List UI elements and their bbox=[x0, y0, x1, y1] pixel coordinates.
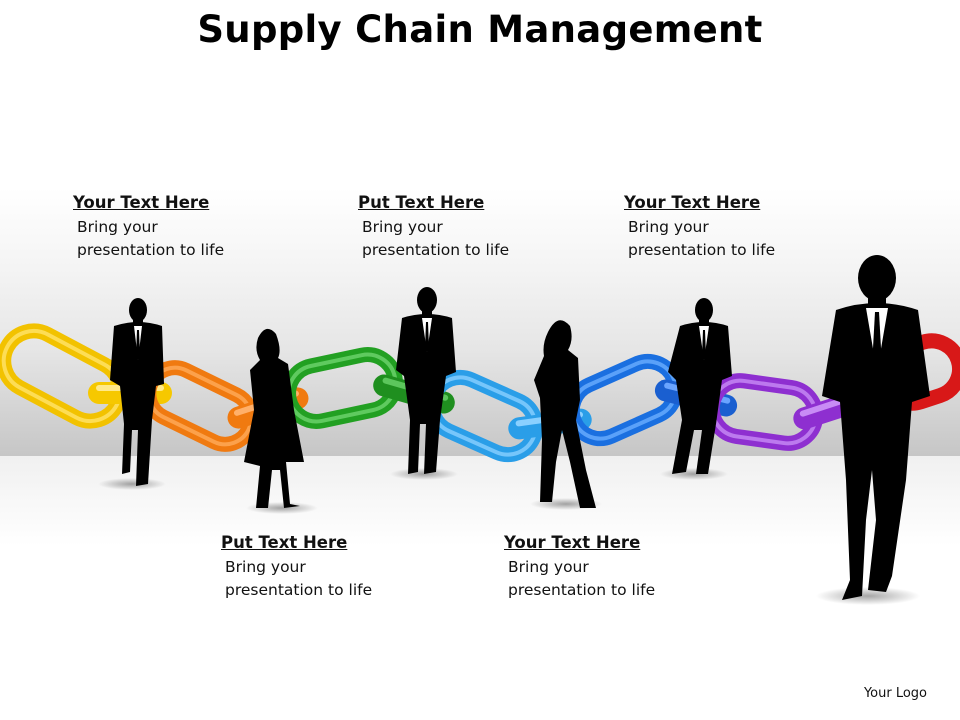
callout-line: presentation to life bbox=[628, 241, 776, 259]
logo-text: Your Logo bbox=[863, 686, 927, 701]
floor-reflection bbox=[0, 456, 960, 546]
callout-line: Bring your bbox=[362, 218, 443, 236]
chain-link-yellow bbox=[0, 323, 128, 429]
callout-line: presentation to life bbox=[508, 581, 656, 599]
callout-line: Bring your bbox=[628, 218, 709, 236]
callout-line: Bring your bbox=[77, 218, 158, 236]
callout-heading: Your Text Here bbox=[624, 193, 761, 212]
callout-line: presentation to life bbox=[225, 581, 373, 599]
businessman-silhouette-large bbox=[822, 255, 930, 600]
businessman-silhouette-1 bbox=[110, 298, 164, 486]
callout-4: Put Text Here Bring your presentation to… bbox=[221, 533, 451, 602]
callout-1: Your Text Here Bring your presentation t… bbox=[73, 193, 303, 262]
callout-line: Bring your bbox=[225, 558, 306, 576]
shirt-details bbox=[134, 308, 888, 374]
businessman-silhouette-3 bbox=[668, 298, 732, 474]
callout-heading: Your Text Here bbox=[73, 193, 210, 212]
callout-line: presentation to life bbox=[362, 241, 510, 259]
callout-body: Bring your presentation to life bbox=[73, 216, 303, 262]
callout-3: Your Text Here Bring your presentation t… bbox=[624, 193, 854, 262]
businessman-silhouette-2 bbox=[396, 287, 456, 474]
businesswoman-silhouette-1 bbox=[244, 328, 304, 508]
callout-body: Bring your presentation to life bbox=[221, 556, 451, 602]
businesswoman-silhouette-2 bbox=[534, 320, 596, 508]
callout-5: Your Text Here Bring your presentation t… bbox=[504, 533, 734, 602]
callout-heading: Put Text Here bbox=[358, 193, 485, 212]
callout-body: Bring your presentation to life bbox=[504, 556, 734, 602]
callout-body: Bring your presentation to life bbox=[358, 216, 588, 262]
page-title: Supply Chain Management bbox=[197, 8, 763, 51]
callout-heading: Your Text Here bbox=[504, 533, 641, 552]
callout-body: Bring your presentation to life bbox=[624, 216, 854, 262]
silhouettes bbox=[110, 255, 930, 600]
callout-heading: Put Text Here bbox=[221, 533, 348, 552]
callout-2: Put Text Here Bring your presentation to… bbox=[358, 193, 588, 262]
callout-line: presentation to life bbox=[77, 241, 225, 259]
callout-line: Bring your bbox=[508, 558, 589, 576]
